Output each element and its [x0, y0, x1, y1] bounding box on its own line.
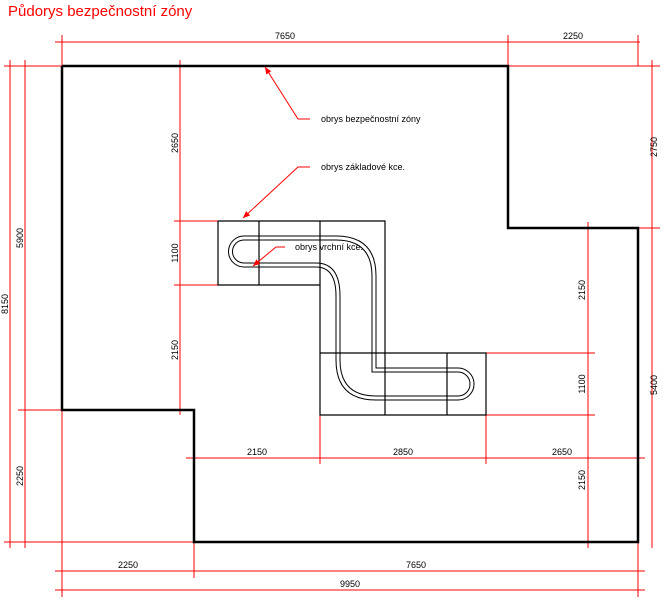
dim-bottom-right: 7650: [406, 560, 426, 570]
dim-right-top: 2750: [649, 137, 659, 157]
label-foundation: obrys základové kce.: [321, 162, 405, 172]
dim-bottom-total: 9950: [340, 579, 360, 589]
top-structure-outline: [228, 235, 475, 401]
foundation-outline: [217, 220, 487, 416]
annotation-leaders: [242, 66, 310, 267]
dim-mid-right: 2650: [552, 447, 572, 457]
dim-right-mid-a: 2150: [577, 280, 587, 300]
dim-mid-left: 2150: [247, 447, 267, 457]
dim-left-outer: 8150: [0, 294, 10, 314]
dim-left-upper: 5900: [15, 228, 25, 248]
page-title: Půdorys bezpečnostní zóny: [8, 3, 193, 20]
safety-zone-outline: [60, 64, 640, 544]
dim-right-low: 2150: [577, 470, 587, 490]
dim-inner-upper: 2650: [170, 133, 180, 153]
dim-inner-lower: 2150: [170, 340, 180, 360]
dim-mid-center: 2850: [393, 447, 413, 457]
dimension-lines: [4, 35, 660, 597]
dim-right-mid-b: 1100: [577, 374, 587, 393]
dim-inner-mid: 1100: [170, 243, 180, 262]
dim-left-lower: 2250: [15, 466, 25, 486]
label-top-structure: obrys vrchní kce.: [295, 242, 363, 252]
dim-top-left: 7650: [275, 31, 295, 41]
dim-bottom-left: 2250: [118, 560, 138, 570]
label-safety-zone: obrys bezpečnostní zóny: [321, 114, 421, 124]
dim-top-right: 2250: [563, 31, 583, 41]
dim-right-outer: 5400: [649, 375, 659, 395]
